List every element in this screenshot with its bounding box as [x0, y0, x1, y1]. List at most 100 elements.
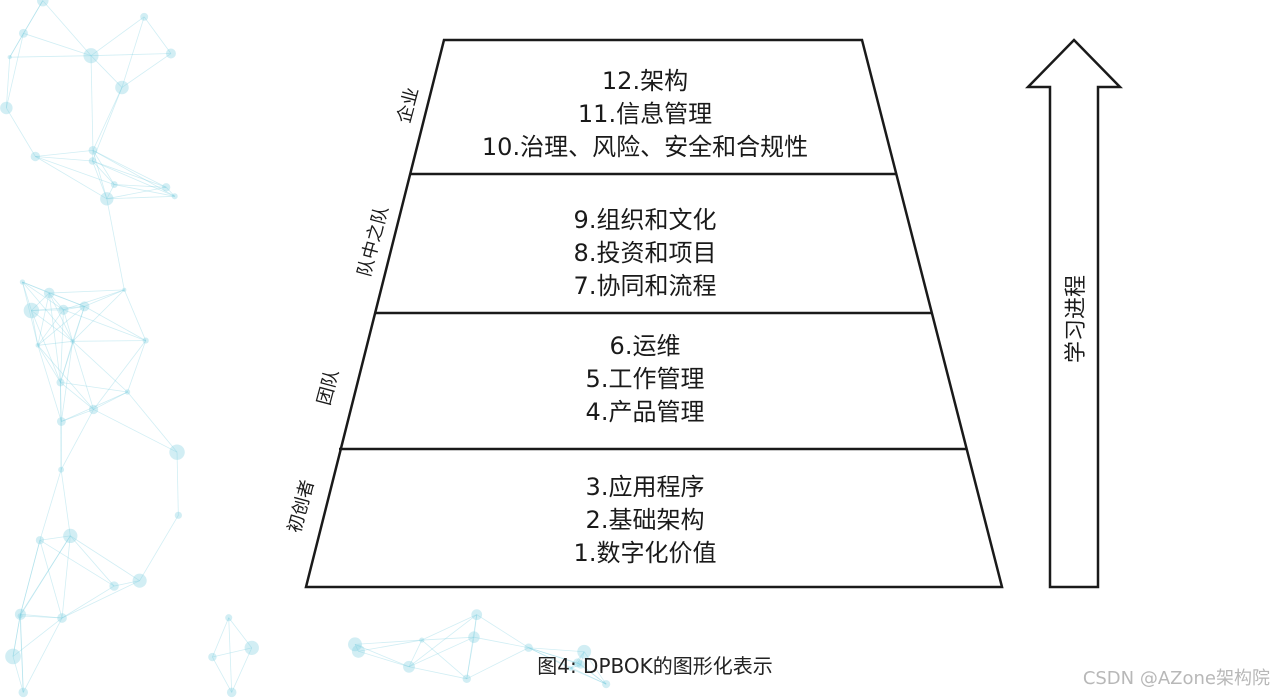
network-node — [7, 55, 12, 60]
network-link — [466, 637, 475, 679]
network-link — [466, 647, 529, 680]
network-link — [139, 515, 179, 581]
network-link — [22, 281, 85, 307]
network-link — [31, 292, 50, 311]
network-link — [528, 647, 607, 685]
network-link — [231, 647, 253, 693]
network-link — [121, 53, 172, 88]
network-link — [22, 281, 50, 294]
network-link — [72, 341, 94, 410]
network-node — [208, 652, 217, 662]
network-link — [114, 580, 140, 587]
network-node — [174, 511, 182, 519]
network-link — [35, 156, 115, 185]
network-link — [31, 310, 61, 383]
network-link — [9, 55, 92, 58]
network-node — [35, 343, 41, 348]
network-link — [114, 184, 167, 188]
network-link — [90, 55, 123, 88]
network-link — [528, 647, 571, 669]
network-link — [60, 341, 74, 383]
network-link — [60, 306, 85, 383]
network-node — [122, 287, 127, 292]
network-link — [570, 668, 607, 685]
network-link — [92, 150, 115, 185]
network-node — [573, 658, 583, 668]
network-node — [56, 378, 65, 387]
network-link — [22, 281, 32, 311]
network-link — [9, 33, 24, 58]
network-node — [462, 674, 471, 684]
network-link — [570, 651, 585, 669]
network-node — [226, 687, 237, 698]
network-link — [93, 409, 178, 453]
network-link — [583, 651, 607, 685]
tier-item: 3.应用程序 — [585, 473, 705, 501]
network-link — [121, 16, 145, 88]
network-node — [115, 80, 129, 95]
network-link — [60, 382, 62, 470]
tier-item: 10.治理、风险、安全和合规性 — [481, 133, 809, 161]
network-node — [524, 643, 533, 652]
network-link — [20, 613, 63, 619]
network-node — [165, 48, 176, 59]
network-link — [19, 535, 71, 617]
network-link — [577, 651, 585, 664]
tier-item: 5.工作管理 — [585, 365, 705, 393]
network-link — [473, 614, 478, 638]
network-link — [12, 617, 63, 657]
network-link — [19, 615, 24, 693]
network-link — [63, 305, 85, 311]
network-link — [228, 617, 233, 693]
network-link — [72, 289, 125, 342]
network-node — [79, 301, 90, 312]
network-link — [421, 639, 468, 680]
network-node — [23, 302, 40, 319]
network-link — [37, 340, 73, 346]
network-link — [473, 636, 529, 649]
network-link — [212, 656, 233, 693]
tier-team-of-teams-text: 9.组织和文化 8.投资和项目 7.协同和流程 — [450, 204, 840, 303]
network-link — [60, 409, 94, 470]
network-link — [92, 160, 175, 197]
figure-caption: 图4: DPBOK的图形化表示 — [537, 654, 773, 678]
network-node — [30, 151, 41, 162]
network-link — [92, 150, 175, 197]
network-link — [92, 87, 123, 151]
network-link — [22, 617, 63, 693]
network-node — [19, 279, 26, 285]
network-link — [48, 292, 64, 311]
network-link — [90, 16, 145, 56]
network-link — [91, 53, 171, 57]
network-node — [348, 637, 362, 652]
network-link — [212, 617, 230, 658]
network-node — [568, 666, 573, 671]
network-link — [60, 381, 128, 393]
network-link — [60, 309, 64, 383]
network-link — [39, 535, 71, 541]
network-node — [403, 660, 415, 673]
network-link — [92, 87, 123, 162]
network-link — [580, 664, 607, 685]
network-link — [5, 57, 11, 108]
network-link — [63, 309, 146, 341]
tier-item: 4.产品管理 — [585, 398, 705, 426]
network-link — [106, 198, 125, 290]
network-link — [37, 306, 85, 346]
network-node — [124, 389, 131, 395]
network-link — [60, 341, 74, 422]
network-node — [471, 609, 483, 621]
network-node — [88, 146, 98, 155]
arrow-label-learning-progress: 学习进程 — [1064, 275, 1089, 364]
tier-item: 7.协同和流程 — [573, 272, 717, 300]
watermark-text: CSDN @AZone架构院 — [1082, 668, 1270, 689]
network-link — [354, 643, 410, 668]
network-link — [72, 341, 128, 393]
network-link — [466, 614, 478, 679]
network-lines — [5, 0, 607, 693]
network-link — [31, 305, 85, 311]
network-link — [358, 650, 410, 668]
network-node — [14, 608, 26, 620]
